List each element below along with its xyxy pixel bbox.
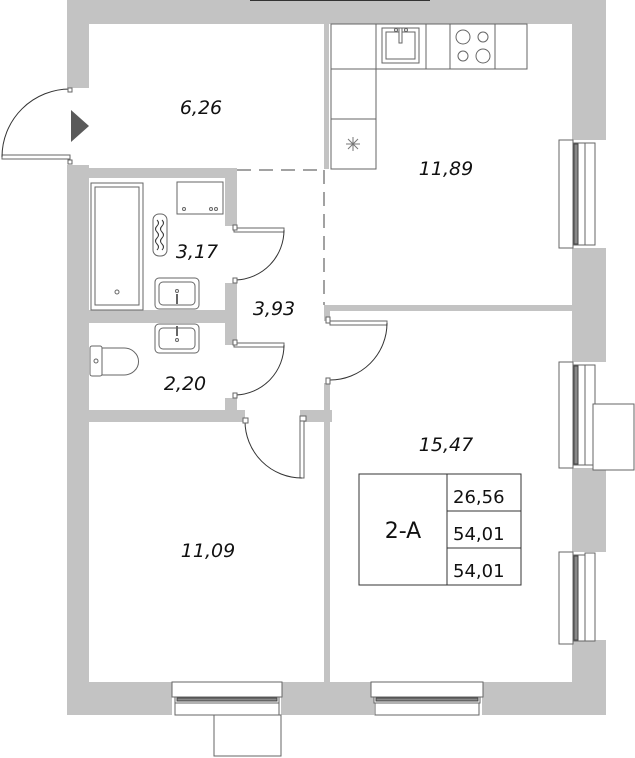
toilet-door[interactable] <box>232 339 285 399</box>
kitchen-window[interactable] <box>558 139 596 249</box>
washing-machine-icon <box>176 181 224 215</box>
balcony-right <box>592 403 635 471</box>
apartment-type-label: 2-A <box>385 519 422 544</box>
room-area-bathroom: 3,17 <box>176 241 218 263</box>
room-area-toilet: 2,20 <box>164 373 206 395</box>
balcony-bottom <box>213 714 282 757</box>
room-area-hallway: 6,26 <box>180 97 222 119</box>
living-room-door[interactable] <box>325 316 388 385</box>
bathtub-icon <box>90 182 144 311</box>
room-area-bedroom: 11,09 <box>181 540 235 562</box>
bathroom-door[interactable] <box>232 224 285 284</box>
bathroom-sink-icon <box>154 277 200 310</box>
kitchen-counter <box>330 23 528 170</box>
total-area-with-balcony-value: 54,01 <box>453 561 505 582</box>
walls <box>67 0 606 715</box>
stove-icon <box>455 29 491 64</box>
room-area-living-room: 15,47 <box>419 434 473 456</box>
toilet-icon <box>89 345 139 377</box>
bedroom-window[interactable] <box>171 681 283 716</box>
living-area-value: 26,56 <box>453 487 505 508</box>
towel-warmer-icon <box>152 213 168 257</box>
room-area-kitchen: 11,89 <box>419 158 473 180</box>
living-room-window-lower[interactable] <box>558 551 596 645</box>
living-room-window-bottom[interactable] <box>370 681 484 716</box>
room-area-corridor: 3,93 <box>253 298 295 320</box>
kitchen-opening-dashed <box>237 169 325 305</box>
toilet-sink-icon <box>154 323 200 354</box>
total-area-value: 54,01 <box>453 524 505 545</box>
living-room-window[interactable] <box>558 361 596 469</box>
bedroom-door[interactable] <box>242 415 307 479</box>
entry-door[interactable] <box>1 87 73 165</box>
fridge-snowflake-icon <box>346 137 360 151</box>
entrance-arrow-icon <box>71 110 89 142</box>
summary-table: 2-A 26,56 54,01 54,01 <box>358 473 522 586</box>
kitchen-sink-icon <box>381 27 420 64</box>
